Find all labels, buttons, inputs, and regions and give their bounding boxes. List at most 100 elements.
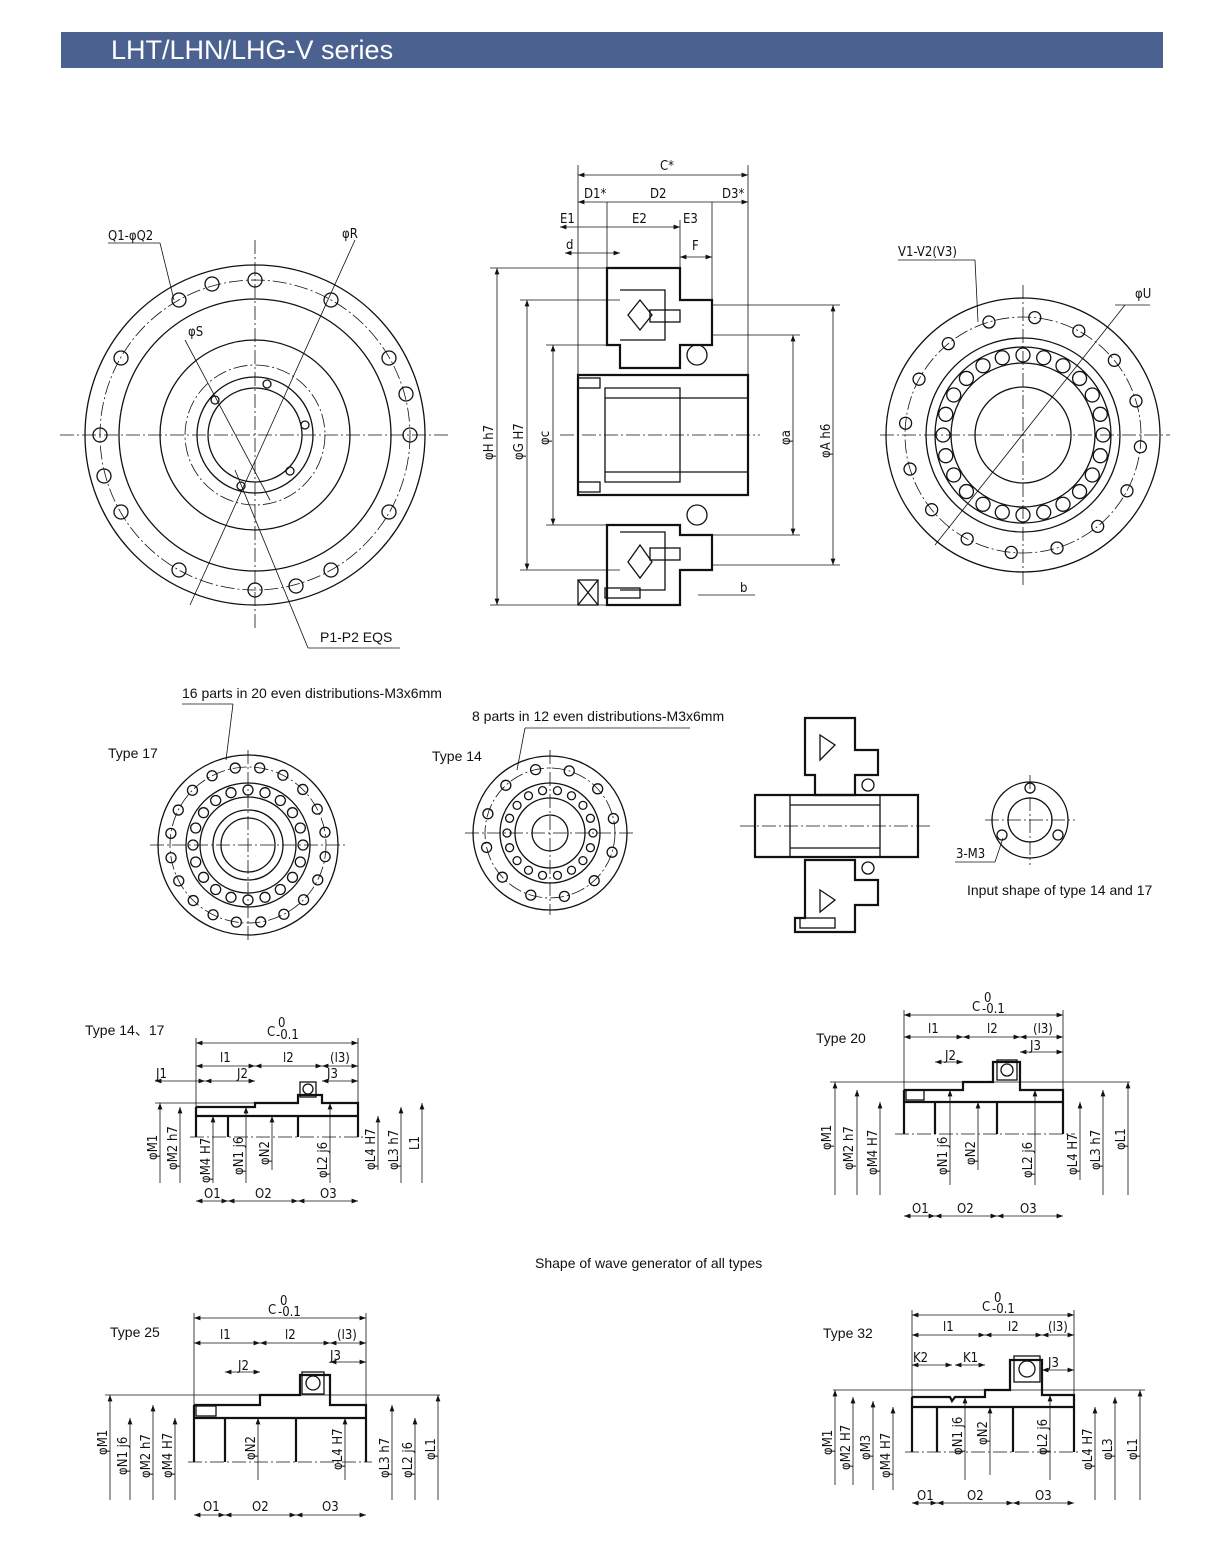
l2-dim: l2 — [987, 1022, 998, 1037]
mounting-hole — [529, 763, 542, 776]
l2-dim: l2 — [1008, 1320, 1019, 1335]
mounting-hole — [482, 808, 494, 820]
bearing-ball — [242, 894, 254, 906]
l2-diameter-dim: φL2 j6 — [316, 1142, 331, 1178]
h-dim: φH h7 — [482, 425, 497, 460]
bearing-ball — [1084, 467, 1100, 483]
m1-dim: φM1 — [146, 1135, 161, 1160]
mounting-hole — [912, 372, 926, 386]
m1-dim: φM1 — [821, 1430, 836, 1455]
bearing-ball — [537, 870, 548, 880]
mounting-hole — [563, 765, 575, 777]
mounting-hole — [1004, 545, 1018, 560]
bearing-ball — [938, 448, 954, 464]
bearing-ball — [585, 813, 596, 823]
mounting-hole — [588, 875, 600, 887]
n1-dim: φN1 j6 — [116, 1437, 131, 1475]
bearing-ball — [286, 871, 299, 883]
type17-holes — [165, 762, 331, 928]
bearing-ball — [938, 406, 954, 422]
header-bar: LHT/LHN/LHG-V series — [61, 32, 1163, 68]
tol-top: 0 — [278, 1016, 285, 1031]
l1-diameter-dim: φL1 — [1126, 1438, 1141, 1460]
b-dim: b — [740, 581, 747, 596]
j2-dim: J2 — [236, 1067, 248, 1082]
c-dim: C* — [660, 159, 674, 174]
mounting-hole — [1120, 484, 1134, 498]
bearing-ball — [187, 839, 199, 851]
bearing-balls — [935, 347, 1111, 523]
bearing-ball — [552, 870, 563, 880]
d2-dim: D2 — [650, 187, 666, 202]
bearing-ball — [994, 350, 1010, 366]
bearing-ball — [1015, 347, 1031, 363]
tol-top: 0 — [280, 1294, 287, 1309]
bearing-ball — [588, 828, 598, 838]
tol-top: 0 — [994, 1291, 1001, 1306]
bearing-ball — [504, 843, 515, 853]
section-view: C* D1* D2 D3* E1 E2 E3 d F φH h7 φG H7 φ… — [482, 159, 840, 607]
mounting-hole — [297, 783, 309, 796]
mounting-hole — [319, 826, 331, 838]
bearing-ball — [946, 387, 962, 403]
o3-dim: O3 — [1035, 1489, 1052, 1504]
bearing-ball — [294, 822, 306, 834]
mounting-hole — [312, 874, 324, 886]
k1-dim: K1 — [963, 1351, 978, 1366]
bearing-ball — [210, 794, 222, 807]
mounting-hole — [165, 827, 177, 839]
tol-bot: -0.1 — [278, 1305, 301, 1320]
type-title: Type 14、17 — [85, 1022, 165, 1038]
a-small-dim: φa — [779, 430, 794, 445]
mounting-hole — [1028, 310, 1042, 325]
o3-dim: O3 — [322, 1500, 339, 1515]
bearing-ball — [958, 483, 975, 500]
l2-dim: l2 — [285, 1328, 296, 1343]
c-diameter-dim: φc — [538, 431, 553, 445]
mounting-hole — [172, 804, 184, 816]
l3-diameter-dim: φL3 h7 — [378, 1438, 393, 1478]
tol-bot: -0.1 — [276, 1028, 299, 1043]
bearing-ball — [190, 822, 202, 834]
l2-diameter-dim: φL2 j6 — [401, 1442, 416, 1478]
type17-view: 16 parts in 20 even distributions-M3x6mm… — [108, 685, 442, 940]
m2-dim: φM2 h7 — [166, 1126, 181, 1170]
l2-diameter-dim: φL2 j6 — [1036, 1419, 1051, 1455]
o3-dim: O3 — [1020, 1202, 1037, 1217]
o2-dim: O2 — [252, 1500, 269, 1515]
bearing-ball — [578, 855, 588, 866]
bearing-ball — [1084, 387, 1100, 403]
bearing-ball — [1055, 496, 1071, 512]
mounting-hole — [941, 336, 955, 351]
o1-dim: O1 — [917, 1489, 934, 1504]
holes-label: V1-V2(V3) — [898, 245, 957, 260]
bearing-ball — [274, 883, 286, 896]
mounting-hole — [230, 916, 242, 928]
bearing-ball — [504, 813, 515, 823]
bearing-ball — [225, 891, 237, 903]
bearing-ball — [975, 496, 991, 512]
c-dim: C — [972, 1000, 980, 1015]
bearing-ball — [512, 855, 522, 866]
a-dim: φA h6 — [819, 424, 834, 458]
bearing-ball — [566, 865, 577, 875]
m3-label: 3-M3 — [956, 847, 985, 862]
type-title: Type 20 — [816, 1030, 866, 1046]
m4-dim: φM4 H7 — [199, 1138, 214, 1183]
mounting-hole — [496, 871, 508, 883]
input-shape-view: 3-M3 Input shape of type 14 and 17 — [955, 775, 1152, 898]
r-diameter-label: φR — [342, 227, 358, 242]
mounting-hole — [592, 783, 604, 795]
bearing-ball — [946, 467, 962, 483]
mounting-hole — [480, 841, 493, 854]
k2-dim: K2 — [913, 1351, 928, 1366]
bearing-ball — [523, 791, 534, 801]
l1-dim: l1 — [928, 1022, 939, 1037]
front-view: Q1-φQ2 φR φS P1-P2 EQS — [60, 227, 450, 649]
mounting-hole — [206, 770, 218, 782]
tol-bot: -0.1 — [982, 1002, 1005, 1017]
bearing-ball — [994, 504, 1010, 520]
l2-diameter-dim: φL2 j6 — [1021, 1142, 1036, 1178]
mounting-hole — [982, 315, 996, 329]
